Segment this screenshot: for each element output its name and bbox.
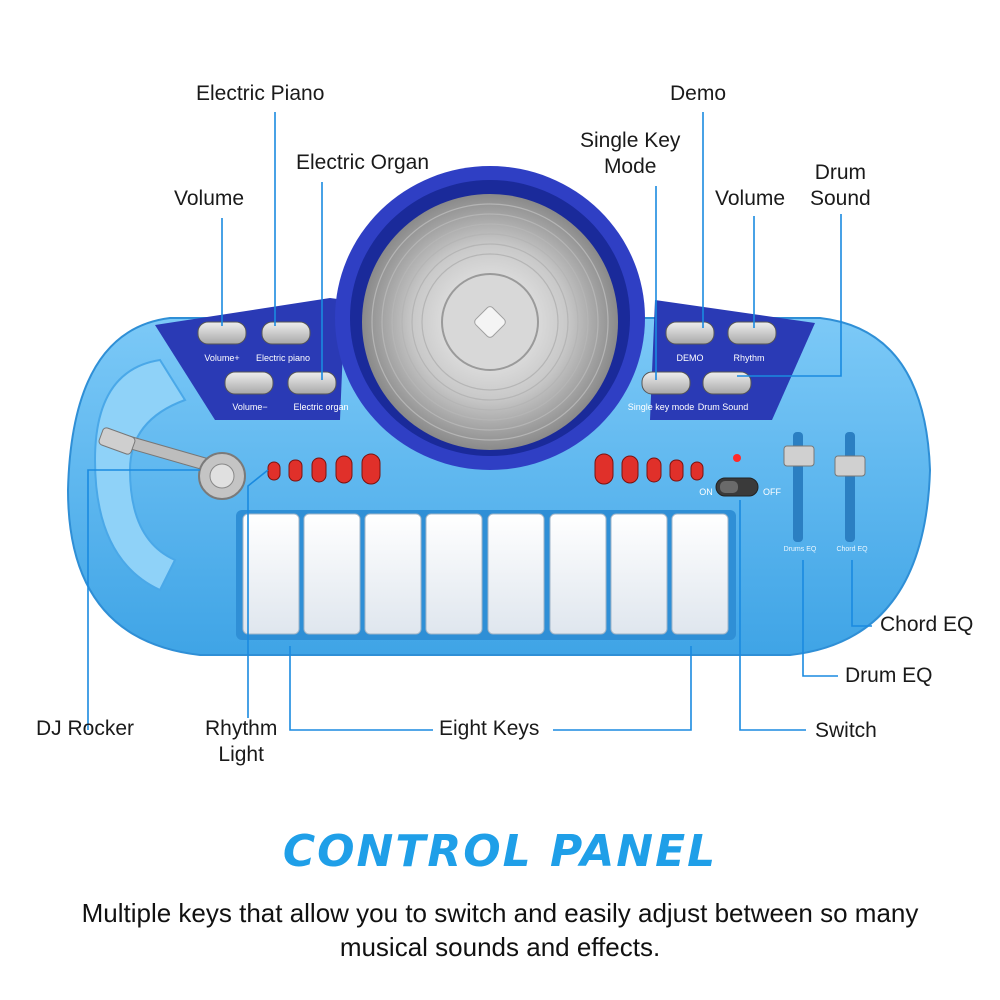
drum-sound-callout-line1: Drum xyxy=(814,161,867,184)
rhythm-label: Rhythm xyxy=(733,353,764,363)
single-key-mode-callout: Single Key Mode xyxy=(580,128,680,180)
single-key-mode-callout-line1: Single Key xyxy=(580,129,681,152)
switch-off-label: OFF xyxy=(763,487,781,497)
left-button-group xyxy=(197,321,337,395)
chord-eq-slider[interactable] xyxy=(834,432,866,542)
led xyxy=(311,457,327,483)
demo-button[interactable] xyxy=(665,321,715,345)
electric-organ-callout: Electric Organ xyxy=(296,151,430,174)
led xyxy=(594,453,614,485)
single-key-mode-callout-line2: Mode xyxy=(603,155,657,178)
chord-eq-slider-knob[interactable] xyxy=(834,455,866,477)
disc-center-diamond-icon xyxy=(474,306,506,338)
drums-eq-slider-knob[interactable] xyxy=(783,445,815,467)
rocker-handle xyxy=(98,427,136,455)
power-indicator-led xyxy=(733,454,741,462)
led xyxy=(267,461,281,481)
control-panel-description: Multiple keys that allow you to switch a… xyxy=(81,898,919,962)
dj-rocker-callout: DJ Rocker xyxy=(36,717,135,740)
rhythm-light-callout-line2: Light xyxy=(218,743,264,766)
drums-eq-slider[interactable] xyxy=(783,432,815,542)
led xyxy=(669,459,684,482)
led xyxy=(361,453,381,485)
drums-eq-label: Drums EQ xyxy=(784,546,817,553)
white-key[interactable] xyxy=(487,513,545,635)
volume-minus-label: Volume− xyxy=(232,402,267,412)
rhythm-lights-right xyxy=(594,453,704,485)
white-key[interactable] xyxy=(671,513,729,635)
single-key-mode-button[interactable] xyxy=(641,371,691,395)
rhythm-light-callout: Rhythm Light xyxy=(205,716,277,768)
white-key[interactable] xyxy=(364,513,422,635)
chord-eq-label: Chord EQ xyxy=(836,546,868,553)
white-key[interactable] xyxy=(425,513,483,635)
led xyxy=(288,459,303,482)
white-key[interactable] xyxy=(549,513,607,635)
switch-on-label: ON xyxy=(699,487,713,497)
white-keys xyxy=(242,513,729,635)
chord-eq-callout: Chord EQ xyxy=(880,613,974,636)
drum-sound-callout: Drum Sound xyxy=(810,160,871,212)
electric-organ-button[interactable] xyxy=(287,371,337,395)
volume-minus-button[interactable] xyxy=(224,371,274,395)
demo-callout: Demo xyxy=(670,82,727,105)
led xyxy=(335,455,353,484)
eight-keys-callout: Eight Keys xyxy=(439,717,540,740)
drum-eq-callout: Drum EQ xyxy=(845,664,933,687)
white-key[interactable] xyxy=(242,513,300,635)
drum-sound-label: Drum Sound xyxy=(698,402,749,412)
electric-piano-button[interactable] xyxy=(261,321,311,345)
electric-piano-label: Electric piano xyxy=(256,353,310,363)
drum-sound-button[interactable] xyxy=(702,371,752,395)
volume-left-callout: Volume xyxy=(174,187,245,210)
volume-right-callout: Volume xyxy=(715,187,786,210)
switch-callout: Switch xyxy=(815,719,877,742)
white-key[interactable] xyxy=(610,513,668,635)
led xyxy=(621,455,639,484)
dj-rocker[interactable] xyxy=(98,427,246,500)
demo-label: DEMO xyxy=(677,353,704,363)
white-key[interactable] xyxy=(303,513,361,635)
control-panel-title: CONTROL PANEL xyxy=(282,826,718,877)
volume-plus-label: Volume+ xyxy=(204,353,239,363)
drum-sound-callout-line2: Sound xyxy=(810,187,871,210)
rhythm-light-callout-line1: Rhythm xyxy=(205,717,278,740)
led xyxy=(646,457,662,483)
rhythm-lights-left xyxy=(267,453,381,485)
rhythm-button[interactable] xyxy=(727,321,777,345)
electric-piano-callout: Electric Piano xyxy=(196,82,325,105)
single-key-mode-label: Single key mode xyxy=(628,402,695,412)
led xyxy=(690,461,704,481)
electric-organ-label: Electric organ xyxy=(293,402,348,412)
right-button-group xyxy=(641,321,777,395)
callout-leader-lines xyxy=(87,112,872,731)
